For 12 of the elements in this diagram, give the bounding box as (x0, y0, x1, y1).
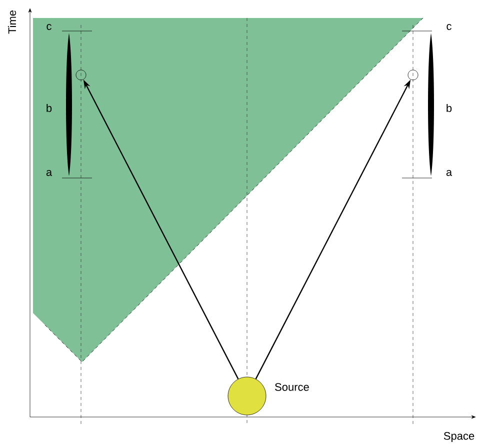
interval-label: c (46, 24, 52, 30)
source-circle (228, 376, 266, 416)
interval-label: b (46, 104, 52, 112)
interval-label: a (46, 170, 52, 176)
source-label: Source (275, 383, 309, 391)
interval-label: b (446, 104, 452, 112)
axis-label: Space (444, 432, 474, 442)
event-circle (76, 70, 86, 80)
axis-label: Time (8, 10, 16, 34)
interval-label: a (446, 170, 452, 176)
interval-label: c (446, 24, 452, 30)
event-circle (408, 70, 418, 80)
